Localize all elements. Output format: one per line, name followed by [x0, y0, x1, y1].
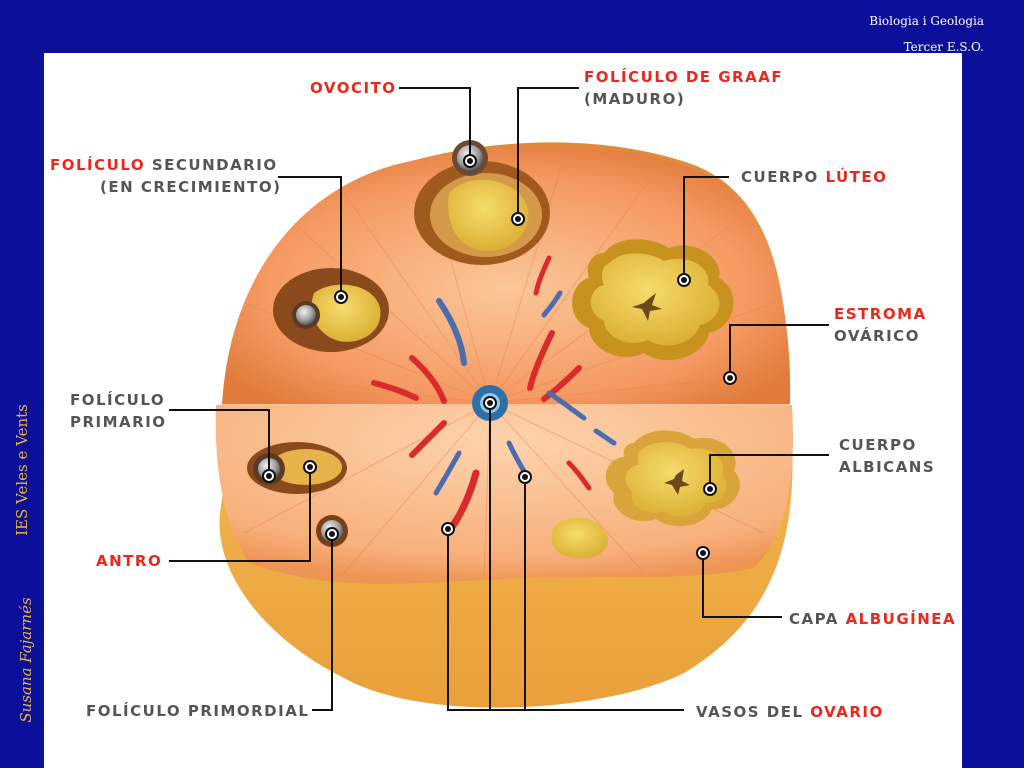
label-secundario-sub: (EN CRECIMIENTO)	[100, 178, 282, 196]
corpus-albicans	[551, 430, 741, 559]
label-luteo-red: LÚTEO	[825, 168, 888, 186]
label-secundario-gray: SECUNDARIO	[145, 156, 278, 174]
label-vasos-red: OVARIO	[810, 703, 884, 721]
label-graaf: FOLÍCULO DE GRAAF (MADURO)	[584, 66, 783, 110]
label-estroma: ESTROMA OVÁRICO	[834, 303, 927, 347]
label-albicans-1: CUERPO	[839, 436, 917, 454]
label-graaf-title: FOLÍCULO DE GRAAF	[584, 68, 784, 86]
label-secundario-red: FOLÍCULO	[50, 156, 146, 174]
label-albuginea-red: ALBUGÍNEA	[845, 610, 957, 628]
side-author-name: Susana Fajarnés	[17, 597, 35, 723]
label-ovocito: OVOCITO	[310, 79, 397, 97]
label-antro: ANTRO	[96, 552, 163, 570]
diagram-panel: OVOCITO FOLÍCULO DE GRAAF (MADURO) FOLÍC…	[44, 53, 962, 768]
label-albicans-2: ALBICANS	[839, 458, 936, 476]
ovarian-vessels	[371, 255, 617, 535]
stroma-texture	[233, 157, 785, 579]
label-primordial: FOLÍCULO PRIMORDIAL	[86, 702, 310, 720]
label-secundario: FOLÍCULO SECUNDARIO (EN CRECIMIENTO)	[50, 154, 281, 198]
label-luteo: CUERPO LÚTEO	[741, 166, 887, 188]
header-course: Tercer E.S.O.	[903, 40, 984, 54]
label-primario-1: FOLÍCULO	[70, 391, 166, 409]
marker-dots	[262, 154, 737, 560]
label-graaf-sub: (MADURO)	[584, 90, 686, 108]
ovary-diagram	[169, 87, 829, 711]
header: Biologia i Geologia Tercer E.S.O.	[869, 8, 984, 60]
label-albicans: CUERPO ALBICANS	[839, 434, 935, 478]
header-subject: Biologia i Geologia	[869, 14, 984, 28]
label-vasos-gray: VASOS DEL	[696, 703, 811, 721]
leader-lines	[169, 87, 829, 711]
label-luteo-gray: CUERPO	[741, 168, 826, 186]
label-estroma-gray: OVÁRICO	[834, 327, 920, 345]
secondary-follicle	[273, 268, 389, 352]
label-albuginea: CAPA ALBUGÍNEA	[789, 608, 956, 630]
label-primario-2: PRIMARIO	[70, 413, 167, 431]
side-school-name: IES Veles e Vents	[13, 404, 31, 536]
primary-follicle	[247, 442, 347, 494]
label-primario: FOLÍCULO PRIMARIO	[70, 389, 167, 433]
label-estroma-red: ESTROMA	[834, 305, 927, 323]
label-albuginea-gray: CAPA	[789, 610, 846, 628]
label-vasos: VASOS DEL OVARIO	[696, 701, 884, 723]
